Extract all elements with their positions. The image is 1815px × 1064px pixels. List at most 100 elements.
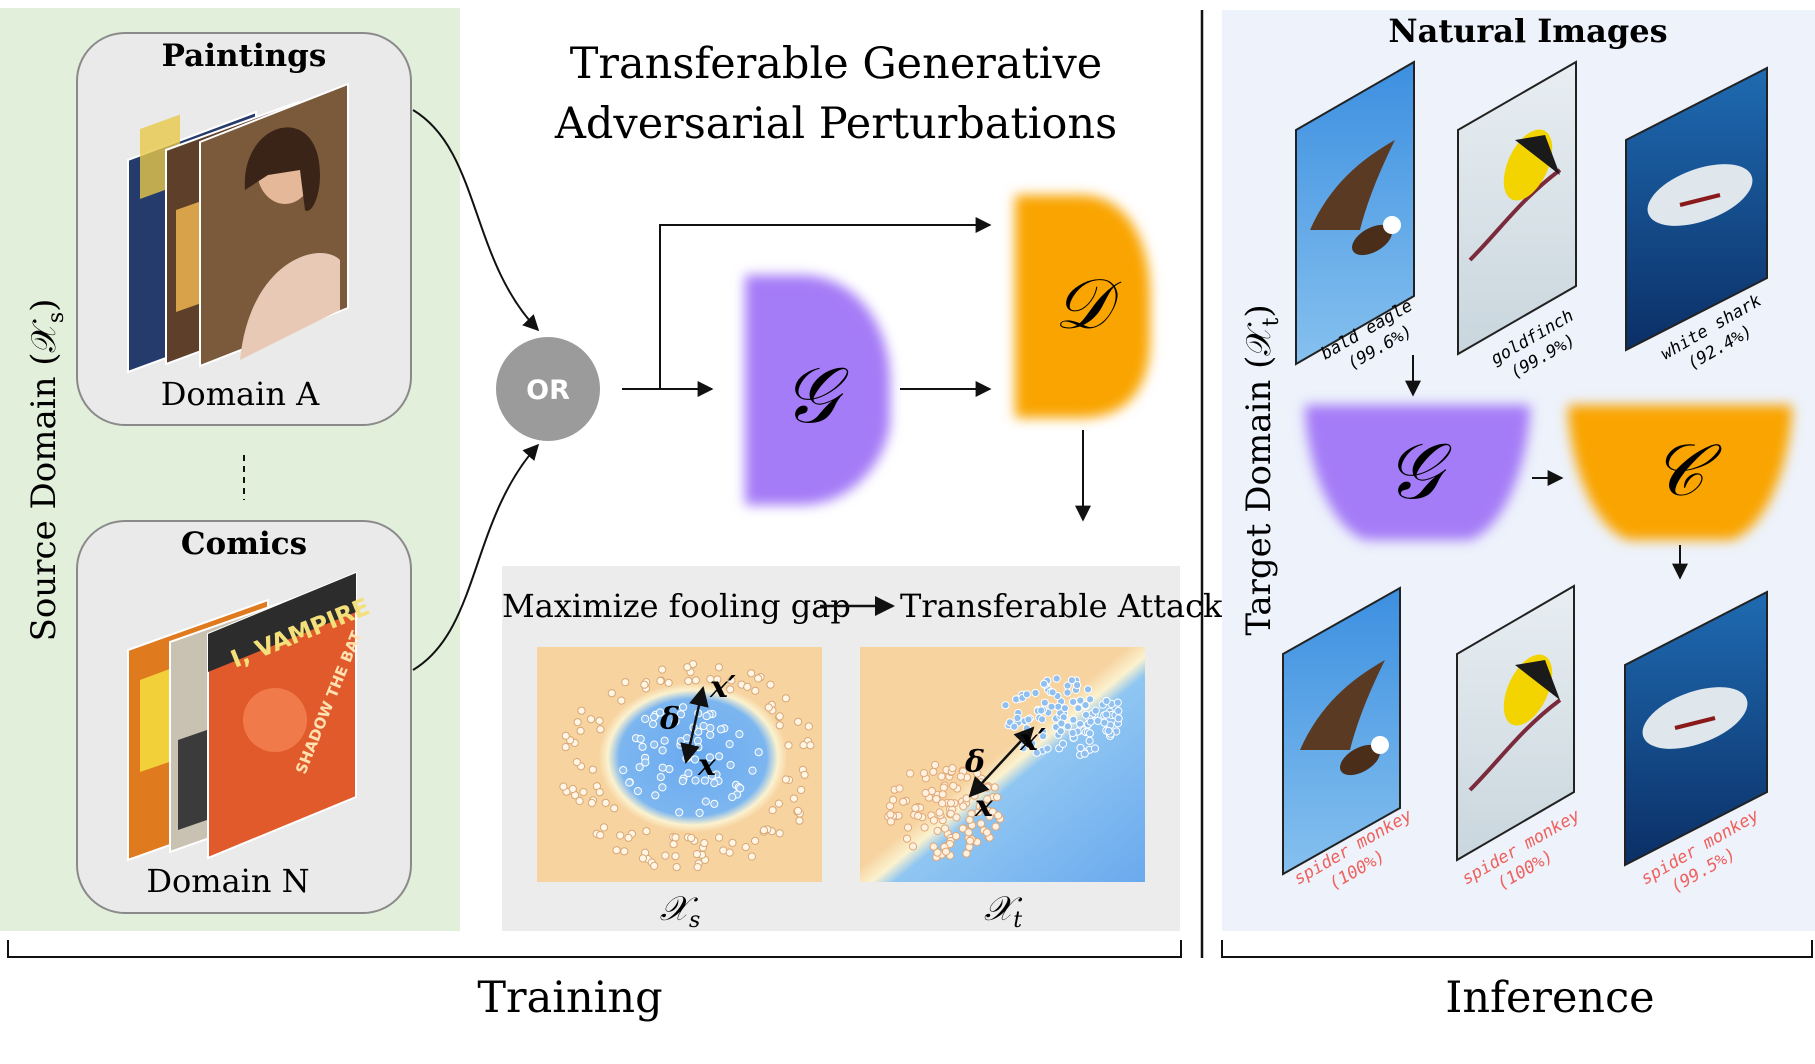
target-xprime-point: [1083, 685, 1093, 694]
comics-heading: Comics: [181, 526, 307, 562]
source-inner-point: [728, 792, 737, 802]
target-xprime-point: [1024, 715, 1033, 724]
source-outer-point: [726, 685, 735, 694]
source-outer-point: [775, 712, 784, 721]
target-xprime-point: [1086, 717, 1095, 726]
target-x: x: [974, 789, 994, 824]
target-xprime-point: [1038, 715, 1047, 724]
source-inner-point: [658, 763, 667, 772]
target-space-plot: x′ δ x: [860, 647, 1145, 882]
source-outer-point: [596, 831, 605, 840]
target-xprime-point: [1063, 688, 1072, 697]
source-outer-point: [575, 796, 584, 806]
source-outer-point: [595, 788, 604, 797]
source-inner-point: [701, 797, 710, 806]
source-inner-point: [635, 763, 644, 772]
source-outer-point: [587, 798, 597, 808]
target-xprime-point: [1085, 729, 1095, 738]
classifier-block: 𝒞: [1568, 405, 1792, 540]
target-xprime-point: [1086, 695, 1095, 704]
source-inner-point: [691, 776, 700, 785]
target-xprime-point: [1058, 739, 1068, 749]
target-x-point: [993, 793, 1002, 802]
target-xprime-point: [1085, 736, 1094, 745]
source-inner-point: [707, 771, 717, 780]
source-inner-point: [725, 740, 734, 749]
source-inner-point: [699, 721, 708, 731]
clean-image-goldfinch: [1457, 60, 1577, 356]
source-inner-point: [658, 746, 667, 755]
target-xprime-point: [1039, 732, 1048, 741]
source-inner-point: [676, 737, 685, 746]
transferable-attack-text: Transferable Attack: [900, 587, 1223, 625]
source-outer-point: [714, 663, 724, 672]
target-x-point: [902, 834, 912, 843]
source-outer-point: [706, 675, 715, 684]
target-x-point: [935, 808, 944, 817]
source-inner-point: [735, 730, 744, 739]
source-outer-point: [577, 706, 586, 715]
source-outer-point: [595, 716, 604, 726]
target-x-point: [933, 826, 942, 836]
source-outer-point: [794, 717, 803, 726]
target-xprime-point: [1114, 706, 1123, 716]
target-xprime-point: [1081, 701, 1090, 710]
source-inner-point: [716, 725, 726, 734]
source-inner-point: [648, 719, 658, 729]
adversarial-image-shark: [1624, 590, 1768, 867]
target-x-point: [895, 784, 904, 793]
clean-image-eagle: [1295, 60, 1415, 366]
source-inner-point: [665, 765, 674, 774]
paintings-heading: Paintings: [162, 38, 327, 74]
source-outer-point: [617, 696, 626, 705]
comics-caption: Domain N: [146, 862, 309, 900]
target-x-point: [952, 832, 961, 841]
source-outer-point: [642, 827, 651, 836]
paintings-caption: Domain A: [161, 375, 320, 413]
source-outer-point: [638, 854, 648, 863]
target-x-point: [906, 769, 915, 778]
generator-block: 𝒢: [745, 275, 890, 505]
adversarial-image-goldfinch: [1456, 584, 1575, 862]
source-outer-point: [781, 694, 791, 703]
source-inner-point: [625, 778, 634, 787]
source-outer-point: [795, 816, 804, 825]
target-x-point: [966, 836, 975, 845]
source-outer-point: [793, 806, 803, 816]
source-outer-point: [640, 680, 649, 689]
title-line-1: Transferable Generative: [570, 39, 1102, 89]
target-x-point: [965, 815, 974, 824]
source-outer-point: [579, 788, 588, 797]
source-inner-point: [736, 784, 745, 793]
target-domain-label: Target Domain (𝒳t): [1239, 304, 1284, 635]
target-xprime-point: [1100, 718, 1109, 727]
target-x-point: [886, 817, 896, 826]
training-label: Training: [477, 973, 662, 1023]
target-xprime-point: [1043, 744, 1052, 753]
source-outer-point: [672, 863, 681, 872]
source-outer-point: [727, 676, 736, 685]
source-outer-point: [728, 838, 737, 848]
target-xprime-point: [1022, 690, 1031, 699]
target-x-point: [962, 794, 971, 803]
target-x-point: [956, 772, 966, 781]
target-x-point: [929, 842, 938, 851]
source-outer-point: [774, 799, 784, 808]
source-outer-point: [743, 682, 752, 692]
source-outer-point: [781, 775, 791, 784]
source-outer-point: [671, 833, 680, 842]
target-xprime-point: [1001, 701, 1010, 710]
source-outer-point: [588, 765, 597, 774]
source-outer-point: [766, 680, 775, 689]
source-outer-point: [572, 758, 581, 767]
target-x-point: [994, 811, 1003, 820]
source-inner-point: [675, 808, 684, 817]
target-x-point: [929, 816, 939, 825]
source-outer-point: [599, 823, 609, 832]
target-x-point: [991, 822, 1000, 831]
target-xprime-point: [1040, 698, 1049, 707]
source-outer-point: [768, 806, 777, 815]
target-xprime-point: [1010, 722, 1019, 731]
source-inner-point: [710, 799, 719, 808]
source-inner-point: [706, 730, 715, 740]
